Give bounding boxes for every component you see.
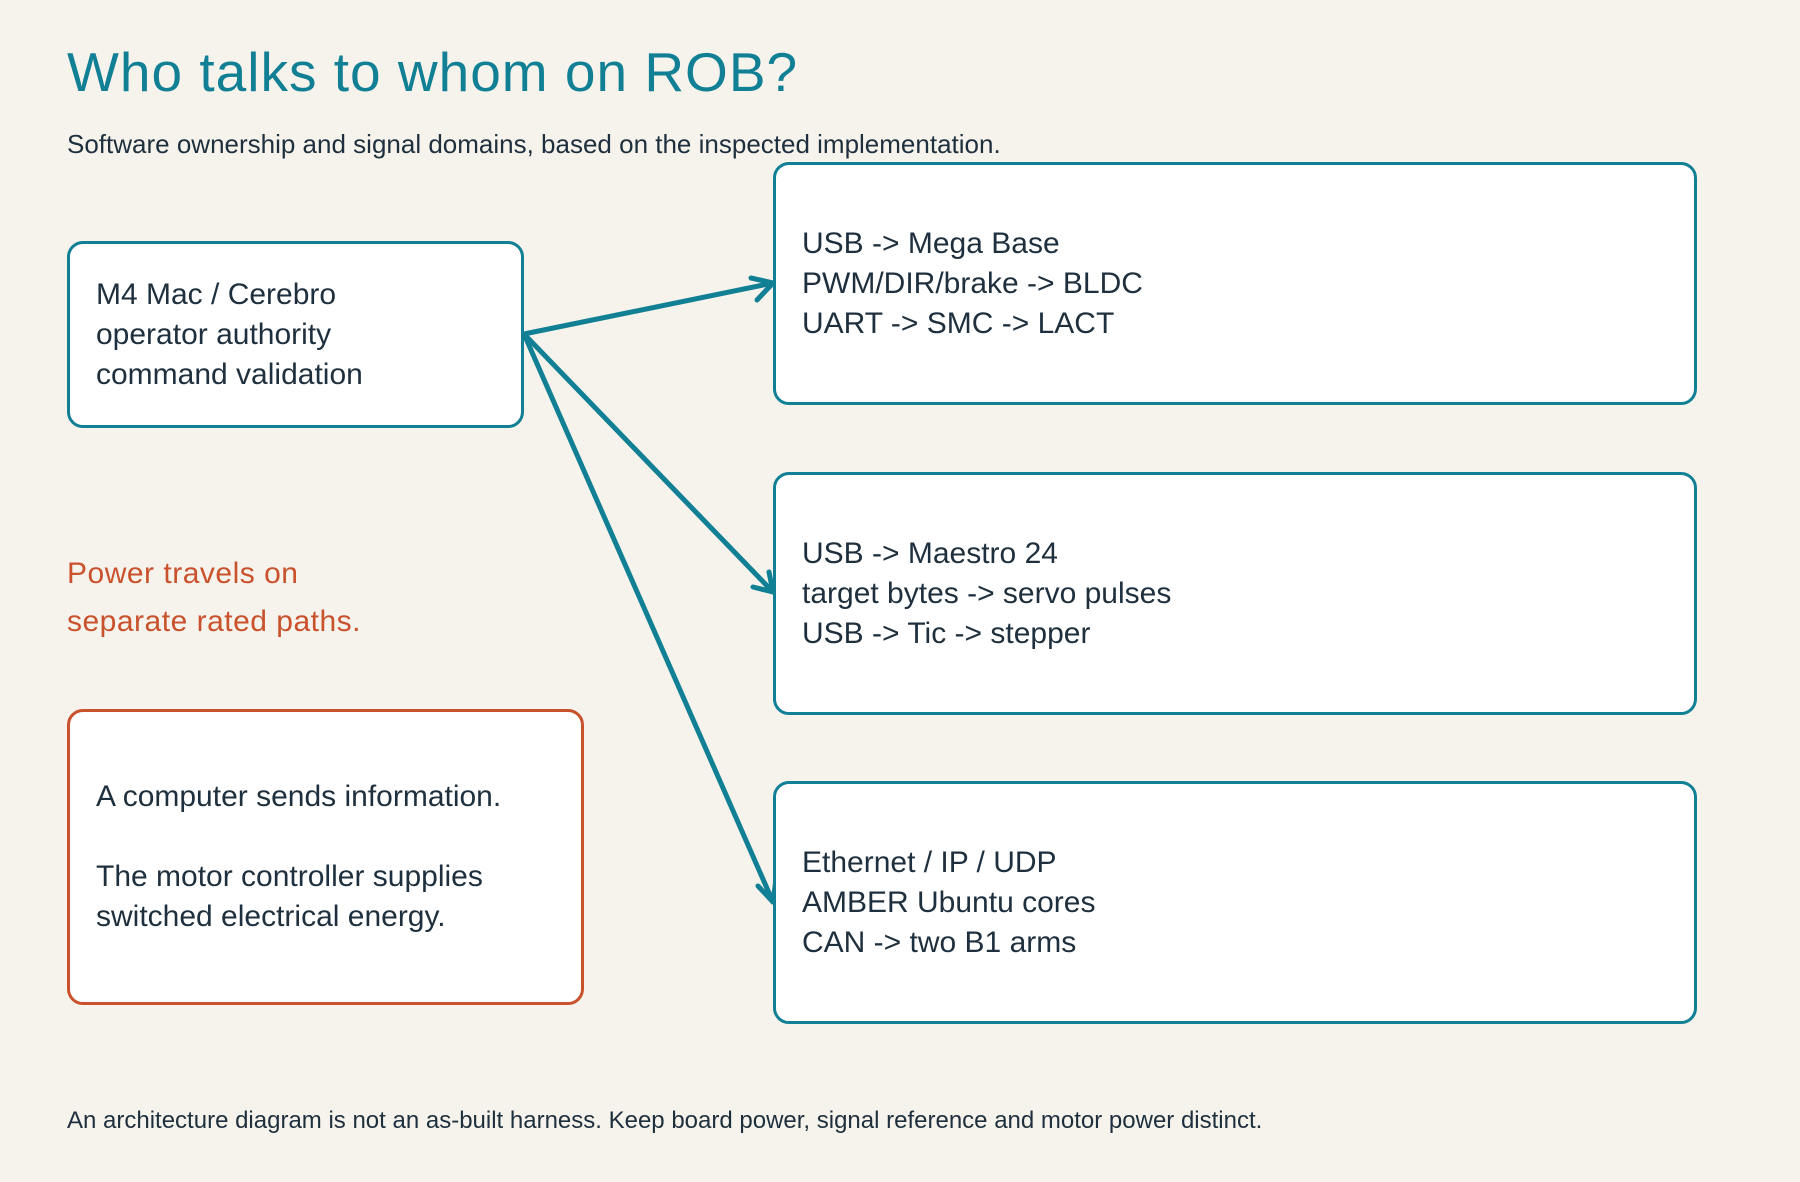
info-box-spacer — [96, 817, 581, 857]
target-box-line: AMBER Ubuntu cores — [802, 885, 1096, 919]
target-box-line: PWM/DIR/brake -> BLDC — [802, 266, 1143, 300]
info-box-line: switched electrical energy. — [96, 900, 446, 933]
source-box-line: operator authority — [96, 317, 332, 351]
source-box-cerebro: M4 Mac / Cerebro operator authority comm… — [67, 241, 524, 428]
footer-note: An architecture diagram is not an as-bui… — [67, 1107, 1263, 1134]
target-box-line: target bytes -> servo pulses — [802, 576, 1172, 610]
arrowhead-maestro — [750, 569, 776, 595]
target-box-line: CAN -> two B1 arms — [802, 925, 1077, 959]
target-box-line: USB -> Tic -> stepper — [802, 616, 1091, 650]
target-box-line: Ethernet / IP / UDP — [802, 845, 1057, 879]
source-box-line: M4 Mac / Cerebro — [96, 277, 337, 311]
arrow-to-maestro — [521, 331, 776, 595]
target-box-mega-base: USB -> Mega Base PWM/DIR/brake -> BLDC U… — [773, 162, 1697, 405]
page-title: Who talks to whom on ROB? — [67, 41, 799, 103]
power-note: Power travels on separate rated paths. — [67, 550, 361, 646]
target-box-ethernet: Ethernet / IP / UDP AMBER Ubuntu cores C… — [773, 781, 1697, 1024]
info-box-line: The motor controller supplies — [96, 860, 483, 893]
target-box-line: UART -> SMC -> LACT — [802, 306, 1115, 340]
power-note-line: separate rated paths. — [67, 605, 362, 638]
info-box-power: A computer sends information. The motor … — [67, 709, 584, 1005]
power-note-line: Power travels on — [67, 557, 299, 590]
target-box-line: USB -> Mega Base — [802, 226, 1060, 260]
info-box-line: A computer sends information. — [96, 780, 502, 813]
source-box-line: command validation — [96, 357, 363, 391]
target-box-maestro: USB -> Maestro 24 target bytes -> servo … — [773, 472, 1697, 715]
page-subtitle: Software ownership and signal domains, b… — [67, 129, 1001, 159]
target-box-line: USB -> Maestro 24 — [802, 536, 1058, 570]
arrow-to-mega-base — [521, 280, 776, 337]
arrowhead-mega-base — [748, 275, 776, 303]
